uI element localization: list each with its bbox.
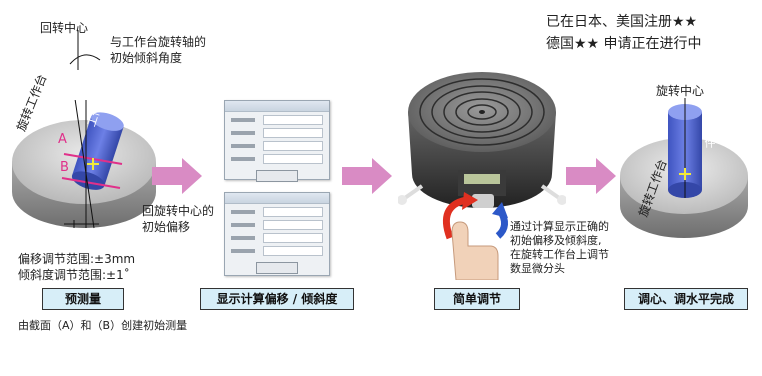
patent-note-line2: 德国★★ 申请正在进行中 [546,36,702,52]
rotary-table-product-photo [398,72,566,280]
aligned-table-illustration [620,98,748,238]
workpiece-axis-line [74,100,95,229]
flow-arrow-icon [342,158,392,194]
step-alignment-complete: 调心、调水平完成 [624,288,748,310]
pre-measure-illustration [12,100,156,229]
section-a-marker: A [58,132,67,147]
micrometer-knob-icon [472,194,494,208]
workpiece-label-final: 工件 [703,126,716,148]
adjust-note-line1: 通过计算显示正确的 [510,220,609,233]
rotate-knob-arrow-icon [443,196,467,240]
initial-tilt-label-line1: 与工作台旋转轴的 [110,35,207,49]
rotation-center-label-final: 旋转中心 [656,84,705,98]
patent-note-line1: 已在日本、美国注册★★ [546,14,698,30]
flow-arrow-icon [152,158,202,194]
tilt-angle-arc [69,30,101,70]
tilt-range-text: 倾斜度调节范围:±1˚ [18,268,130,282]
offset-label-line2: 初始偏移 [142,220,191,234]
step-pre-measure: 预测量 [42,288,124,310]
tilt-display-window-lower [224,192,330,276]
step-simple-adjustment: 简单调节 [434,288,520,310]
offset-range-text: 偏移调节范围:±3mm [18,252,136,266]
hand-icon [451,221,499,280]
section-b-line [61,177,121,189]
adjust-note-line3: 在旋转工作台上调节 [510,248,609,261]
footnote-initial-measurement: 由截面（A）和（B）创建初始测量 [18,319,188,332]
initial-tilt-label-line2: 初始倾斜角度 [110,51,183,65]
offset-label-line1: 回旋转中心的 [142,204,215,218]
offset-display-window-upper [224,100,330,182]
section-b-marker: B [60,160,69,175]
rotation-center-label: 回转中心 [40,21,89,35]
adjust-note-line4: 数显微分头 [510,262,565,275]
flow-arrow-icon [566,158,616,194]
step-display-offset-tilt: 显示计算偏移 / 倾斜度 [200,288,354,310]
adjust-note-line2: 初始偏移及倾斜度, [510,234,602,247]
